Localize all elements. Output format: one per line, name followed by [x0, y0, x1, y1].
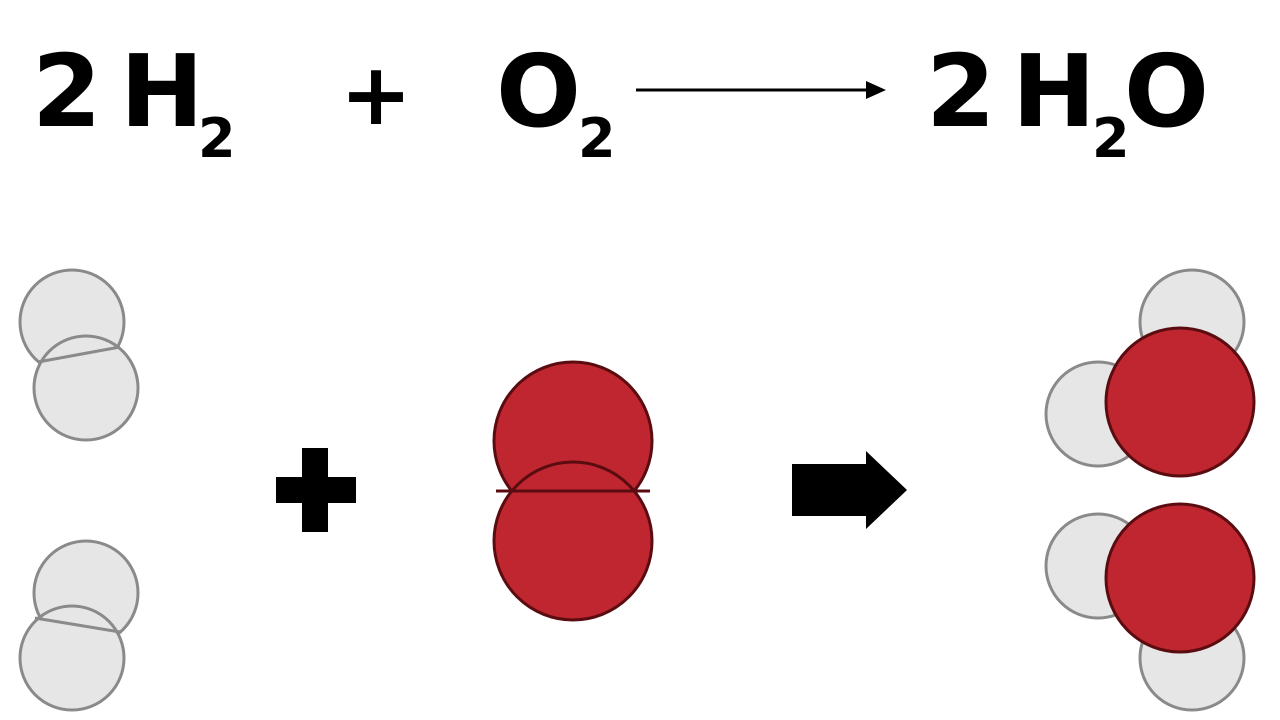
hydrogen-atom: [32, 334, 140, 442]
plus-icon: [276, 448, 356, 532]
oxygen-molecule: [492, 360, 654, 622]
right-arrow-icon: [792, 451, 907, 529]
oxygen-atom: [1104, 326, 1256, 478]
o2-subscript: 2: [578, 107, 616, 170]
reaction-arrow-icon: [636, 81, 886, 99]
h2-subscript: 2: [198, 107, 236, 170]
product-h-symbol: H: [1012, 33, 1096, 150]
product-o-symbol: O: [1124, 33, 1210, 150]
h2-symbol: H: [120, 33, 204, 150]
water-molecule: [1044, 502, 1256, 712]
equation-plus: +: [340, 45, 413, 145]
oxygen-atom: [1104, 502, 1256, 654]
hydrogen-molecule: [18, 539, 140, 712]
hydrogen-molecule: [18, 268, 140, 442]
product-subscript: 2: [1092, 107, 1130, 170]
oxygen-atom: [492, 460, 654, 622]
hydrogen-atom: [18, 604, 126, 712]
o2-symbol: O: [496, 33, 582, 150]
h2-coefficient: 2: [32, 33, 102, 150]
chemical-equation: 2 H 2 + O 2 2 H 2 O: [0, 0, 1280, 200]
product-coefficient: 2: [926, 33, 996, 150]
water-molecule: [1044, 268, 1256, 478]
